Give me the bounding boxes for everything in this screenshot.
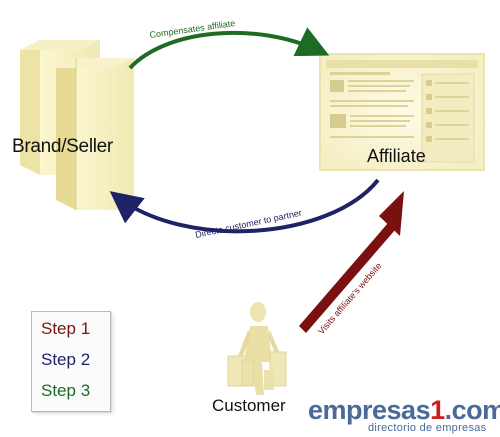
watermark-suffix: .com bbox=[444, 395, 500, 425]
steps-legend: Step 1 Step 2 Step 3 bbox=[31, 311, 111, 412]
legend-step-2: Step 2 bbox=[41, 350, 91, 369]
directs-label: Directs customer to partner bbox=[194, 208, 302, 240]
visits-arrow bbox=[299, 191, 404, 333]
customer-label: Customer bbox=[212, 396, 286, 415]
watermark-number: 1 bbox=[430, 395, 445, 425]
customer-figure-icon bbox=[227, 302, 287, 395]
watermark-prefix: empresas bbox=[308, 395, 431, 425]
legend-step-3: Step 3 bbox=[41, 381, 91, 400]
directs-arrow bbox=[109, 178, 380, 234]
brand-buildings-icon bbox=[20, 40, 134, 210]
affiliate-website-icon bbox=[319, 53, 485, 171]
watermark-subtitle: directorio de empresas bbox=[368, 422, 487, 434]
watermark-logo: empresas1.com directorio de empresas bbox=[308, 395, 500, 434]
affiliate-label: Affiliate bbox=[367, 146, 426, 166]
compensates-arrow bbox=[128, 27, 330, 70]
legend-step-1: Step 1 bbox=[41, 319, 91, 338]
brand-seller-label: Brand/Seller bbox=[12, 136, 113, 157]
